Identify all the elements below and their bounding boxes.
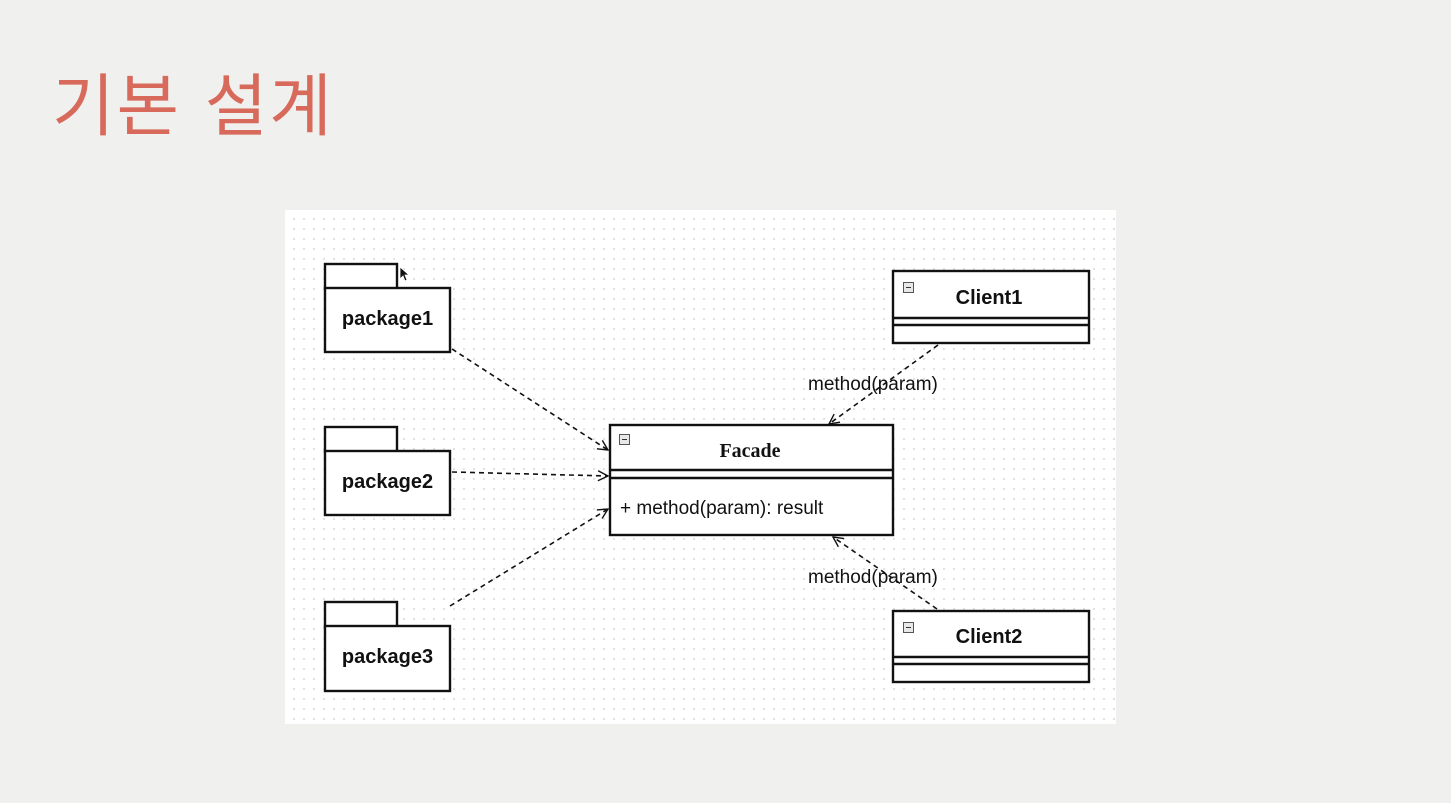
client2-class-name: Client2 <box>955 626 1023 648</box>
package3-label: package3 <box>341 646 434 668</box>
facade-operation: + method(param): result <box>620 498 824 519</box>
client1-collapse-icon[interactable] <box>903 282 914 293</box>
client2-class-shape[interactable] <box>891 609 1091 684</box>
package1-shape[interactable] <box>323 262 452 354</box>
edge-client2-facade[interactable] <box>833 537 938 610</box>
edge-package3-facade[interactable] <box>449 509 608 607</box>
edge-package2-facade[interactable] <box>451 472 608 476</box>
client1-edge-label: method(param) <box>808 374 938 395</box>
package2-label: package2 <box>341 471 434 493</box>
client2-collapse-icon[interactable] <box>903 622 914 633</box>
edge-package1-facade[interactable] <box>451 348 608 450</box>
package2-shape[interactable] <box>323 425 452 517</box>
mouse-pointer-icon <box>399 266 411 282</box>
facade-collapse-icon[interactable] <box>619 434 630 445</box>
facade-class-name: Facade <box>719 440 781 462</box>
package1-label: package1 <box>341 308 434 330</box>
package3-shape[interactable] <box>323 600 452 693</box>
slide-title: 기본 설계 <box>52 68 334 147</box>
client1-class-shape[interactable] <box>891 269 1091 345</box>
client2-edge-label: method(param) <box>808 567 938 588</box>
edge-client1-facade[interactable] <box>829 344 939 424</box>
facade-class-shape[interactable] <box>608 423 895 537</box>
client1-class-name: Client1 <box>955 287 1023 309</box>
